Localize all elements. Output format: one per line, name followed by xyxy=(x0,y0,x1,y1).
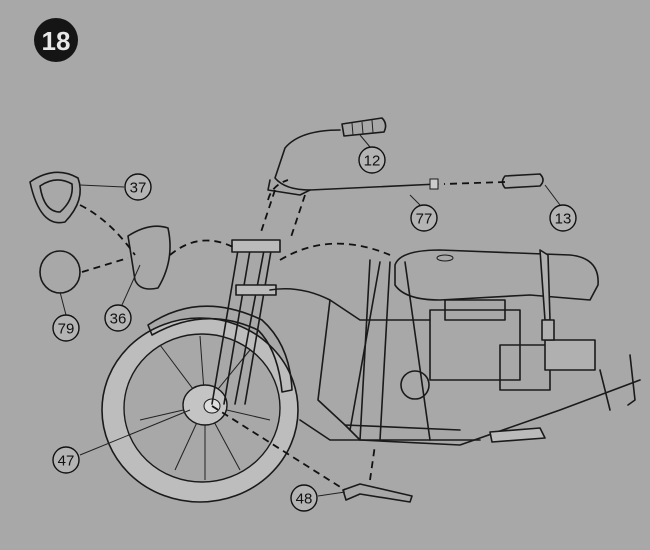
callout-13: 13 xyxy=(549,204,577,232)
footrest xyxy=(342,483,413,503)
svg-text:47: 47 xyxy=(58,453,75,470)
step-number: 18 xyxy=(42,26,71,56)
grip-left xyxy=(341,117,387,137)
engine xyxy=(400,249,636,443)
svg-text:12: 12 xyxy=(364,153,381,170)
callout-79: 79 xyxy=(52,314,80,342)
headlight-rim xyxy=(29,171,81,224)
headlight-shell xyxy=(127,225,171,290)
svg-text:36: 36 xyxy=(110,311,127,328)
svg-text:13: 13 xyxy=(555,211,572,228)
callout-47: 47 xyxy=(52,446,80,474)
guide-lines xyxy=(79,179,506,491)
callout-36: 36 xyxy=(104,304,132,332)
fuel-tank xyxy=(394,249,599,301)
svg-text:77: 77 xyxy=(416,211,433,228)
front-fender xyxy=(147,305,293,393)
leader-lines xyxy=(59,134,561,497)
frame xyxy=(269,259,641,446)
callout-77: 77 xyxy=(410,204,438,232)
svg-text:37: 37 xyxy=(130,180,147,197)
step-badge: 18 xyxy=(34,18,78,62)
callout-12: 12 xyxy=(358,146,386,174)
callout-48: 48 xyxy=(290,484,318,512)
svg-text:79: 79 xyxy=(58,321,75,338)
handlebar xyxy=(267,129,439,196)
svg-text:48: 48 xyxy=(296,491,313,508)
callout-37: 37 xyxy=(124,173,152,201)
grip-right xyxy=(501,173,544,189)
headlight-lens xyxy=(39,250,81,294)
